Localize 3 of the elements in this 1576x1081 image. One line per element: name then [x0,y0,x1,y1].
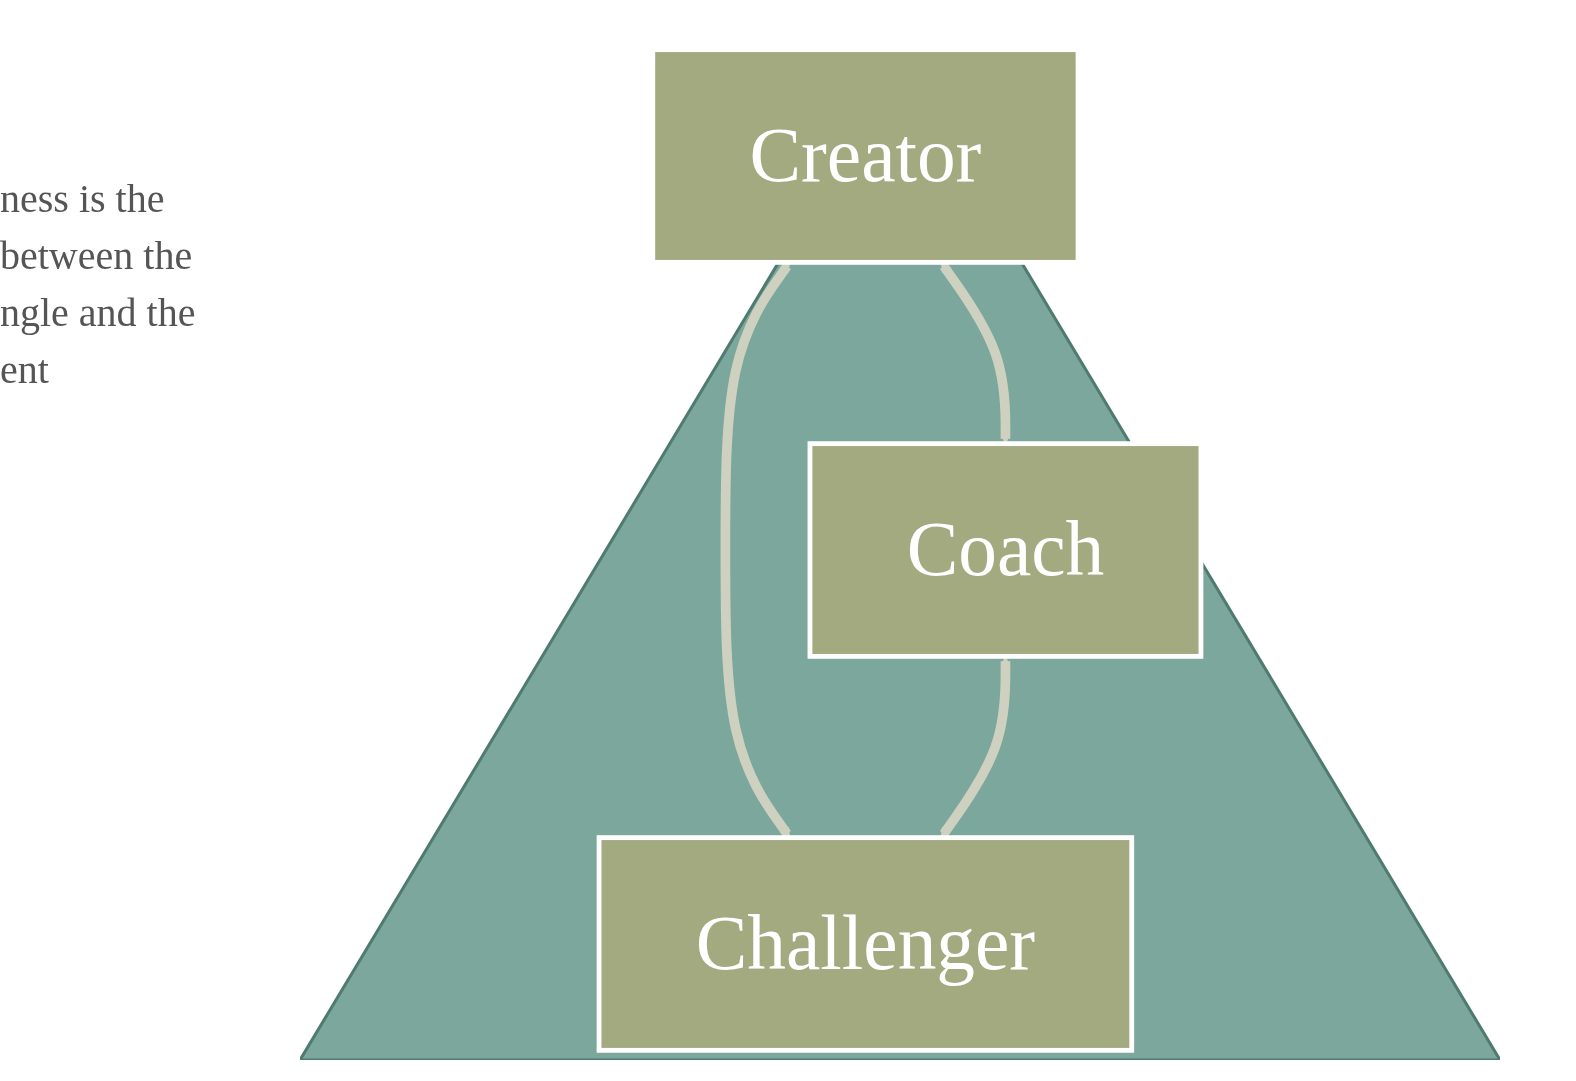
note-text: ness is the between the ngle and the ent [0,175,197,394]
node-box: Coach [807,441,1204,659]
node-box: Challenger [596,835,1135,1053]
